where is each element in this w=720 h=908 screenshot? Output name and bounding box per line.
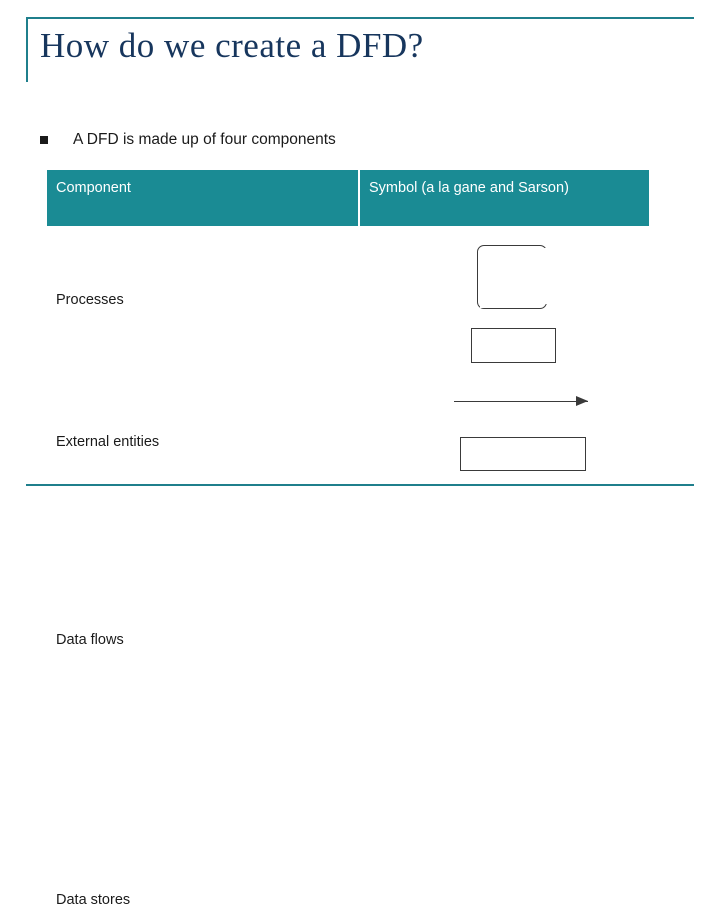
row-label-data-flows: Data flows <box>56 632 124 648</box>
bullet-item-label: A DFD is made up of four components <box>73 131 336 148</box>
data-store-symbol-gap <box>478 439 479 467</box>
row-label-external-entities: External entities <box>56 434 160 450</box>
top-divider <box>26 17 694 19</box>
table-row: Processes <box>47 226 649 308</box>
column-header-component: Component <box>47 170 360 226</box>
process-symbol-icon <box>477 245 547 309</box>
process-symbol-gap-bottom <box>480 302 536 308</box>
row-label-data-stores: Data stores <box>56 892 131 908</box>
column-header-symbol: Symbol (a la gane and Sarson) <box>360 170 649 226</box>
square-bullet-icon <box>40 136 48 144</box>
page-title: How do we create a DFD? <box>40 26 424 65</box>
table-row: Data stores <box>47 632 649 908</box>
slide: How do we create a DFD? A DFD is made up… <box>26 17 694 908</box>
symbol-column <box>360 226 649 476</box>
components-table: Component Symbol (a la gane and Sarson) … <box>47 170 649 908</box>
external-entity-symbol-icon <box>471 328 556 363</box>
data-flow-arrowhead-icon <box>576 396 588 406</box>
table-row: External entities <box>47 298 649 450</box>
process-symbol-gap-right <box>542 248 548 304</box>
row-label-processes: Processes <box>56 292 124 308</box>
table-header-row: Component Symbol (a la gane and Sarson) <box>47 170 649 226</box>
data-store-symbol-icon <box>460 437 586 471</box>
bottom-divider <box>26 484 694 486</box>
bullet-item: A DFD is made up of four components <box>40 131 336 149</box>
data-flow-symbol-icon <box>454 401 588 402</box>
left-divider <box>26 17 28 82</box>
